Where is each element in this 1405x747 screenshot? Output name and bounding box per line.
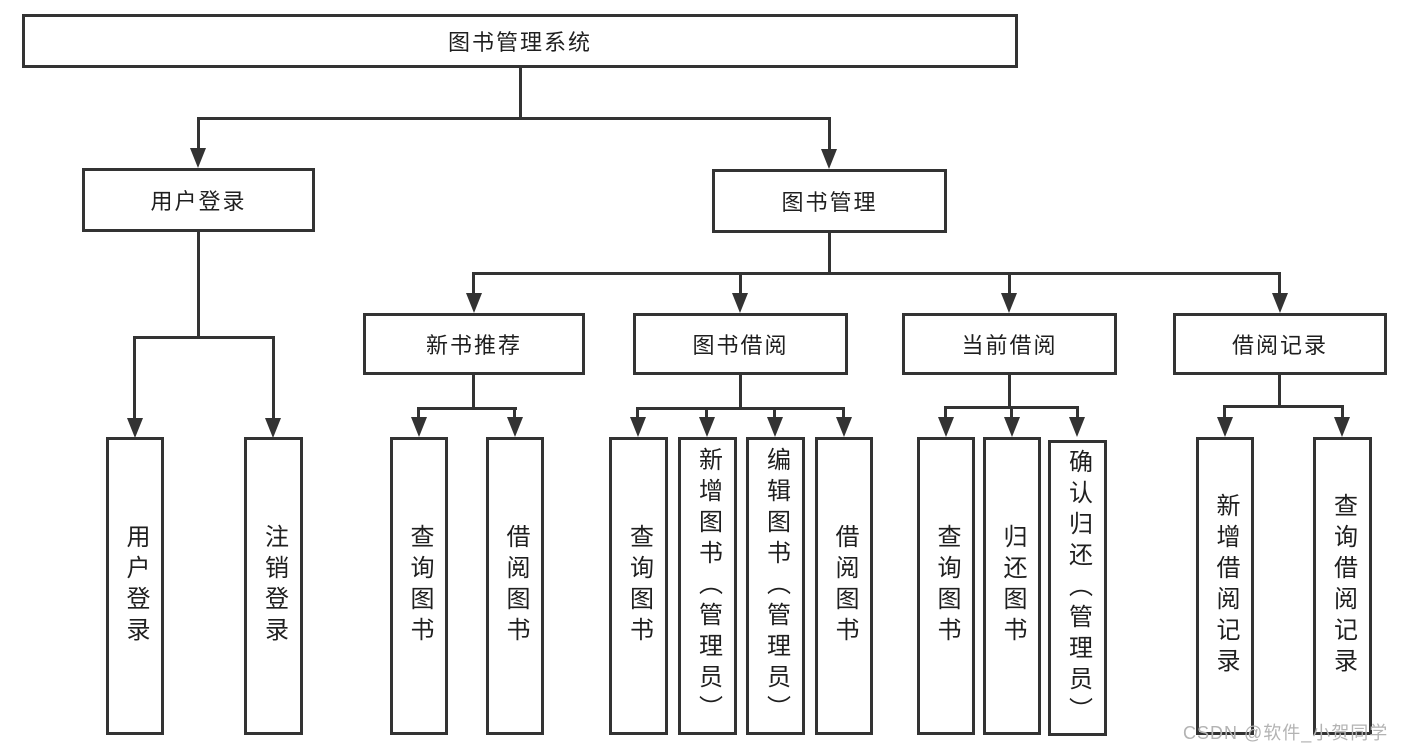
connector-vline: [272, 336, 275, 422]
arrow-down-icon: [732, 293, 748, 313]
node-label: 图书借阅: [692, 333, 789, 358]
connector-vline: [944, 406, 947, 421]
arrow-down-icon: [1069, 417, 1085, 437]
connector-vline: [197, 232, 200, 339]
arrow-down-icon: [630, 417, 646, 437]
arrow-down-icon: [699, 417, 715, 437]
connector-vline: [519, 68, 522, 120]
connector-hline: [417, 407, 517, 410]
node-borrow-records: 借阅记录: [1173, 313, 1387, 375]
connector-vline: [842, 407, 845, 421]
leaf-query-book-1: 查询图书: [390, 437, 448, 735]
node-label: 查询图书: [933, 524, 960, 648]
arrow-down-icon: [938, 417, 954, 437]
connector-vline: [513, 407, 516, 421]
connector-vline: [1008, 272, 1011, 297]
arrow-down-icon: [1004, 417, 1020, 437]
arrow-down-icon: [1334, 417, 1350, 437]
arrow-down-icon: [821, 149, 837, 169]
leaf-user-login: 用户登录: [106, 437, 164, 735]
arrow-down-icon: [466, 293, 482, 313]
connector-vline: [472, 272, 475, 297]
connector-hline: [133, 336, 275, 339]
leaf-edit-book-admin: 编辑图书（管理员）: [746, 437, 805, 735]
connector-vline: [1008, 375, 1011, 409]
node-label: 用户登录: [150, 189, 247, 214]
leaf-borrow-book-2: 借阅图书: [815, 437, 873, 735]
node-label: 当前借阅: [961, 333, 1058, 358]
arrow-down-icon: [836, 417, 852, 437]
arrow-down-icon: [1272, 293, 1288, 313]
node-label: 图书管理: [781, 190, 878, 215]
leaf-return-book: 归还图书: [983, 437, 1041, 735]
node-label: 注销登录: [260, 524, 288, 648]
connector-vline: [773, 407, 776, 421]
connector-vline: [1278, 375, 1281, 408]
connector-vline: [197, 117, 200, 151]
node-label: 新书推荐: [425, 333, 522, 358]
node-label: 编辑图书（管理员）: [762, 446, 790, 726]
node-label: 归还图书: [999, 524, 1026, 648]
node-book-management: 图书管理: [712, 169, 947, 233]
leaf-confirm-return-admin: 确认归还（管理员）: [1048, 440, 1107, 736]
connector-vline: [828, 233, 831, 275]
connector-vline: [1076, 406, 1079, 421]
node-label: 查询图书: [625, 524, 653, 648]
connector-vline: [739, 375, 742, 410]
connector-vline: [1278, 272, 1281, 297]
node-user-login: 用户登录: [82, 168, 315, 232]
connector-vline: [1223, 405, 1226, 421]
arrow-down-icon: [1001, 293, 1017, 313]
connector-vline: [417, 407, 420, 421]
arrow-down-icon: [1217, 417, 1233, 437]
leaf-query-book-3: 查询图书: [917, 437, 975, 735]
leaf-add-borrow-record: 新增借阅记录: [1196, 437, 1254, 735]
node-current-borrow: 当前借阅: [902, 313, 1117, 375]
connector-vline: [1341, 405, 1344, 421]
connector-vline: [705, 407, 708, 421]
node-book-borrow: 图书借阅: [633, 313, 848, 375]
connector-hline: [472, 272, 1281, 275]
node-label: 确认归还（管理员）: [1064, 448, 1092, 728]
connector-vline: [472, 375, 475, 410]
arrow-down-icon: [767, 417, 783, 437]
csdn-watermark: CSDN @软件_小贺同学: [1183, 723, 1389, 743]
arrow-down-icon: [265, 418, 281, 438]
connector-hline: [636, 407, 845, 410]
connector-hline: [197, 117, 831, 120]
node-label: 用户登录: [122, 524, 149, 648]
arrow-down-icon: [190, 148, 206, 168]
connector-vline: [636, 407, 639, 421]
connector-vline: [133, 336, 136, 422]
node-new-book-recommend: 新书推荐: [363, 313, 585, 375]
node-label: 新增借阅记录: [1212, 493, 1239, 679]
connector-vline: [828, 117, 831, 152]
connector-vline: [739, 272, 742, 297]
node-root: 图书管理系统: [22, 14, 1018, 68]
leaf-query-borrow-record: 查询借阅记录: [1313, 437, 1372, 735]
arrow-down-icon: [127, 418, 143, 438]
node-label: 查询图书: [406, 524, 433, 648]
arrow-down-icon: [411, 417, 427, 437]
connector-hline: [1223, 405, 1344, 408]
node-label: 查询借阅记录: [1329, 493, 1357, 679]
node-label: 新增图书（管理员）: [694, 446, 722, 726]
leaf-query-book-2: 查询图书: [609, 437, 668, 735]
node-label: 借阅图书: [831, 524, 858, 648]
arrow-down-icon: [507, 417, 523, 437]
leaf-logout: 注销登录: [244, 437, 303, 735]
connector-vline: [1010, 406, 1013, 421]
leaf-add-book-admin: 新增图书（管理员）: [678, 437, 737, 735]
leaf-borrow-book-1: 借阅图书: [486, 437, 544, 735]
node-label: 借阅图书: [502, 524, 529, 648]
node-label: 图书管理系统: [447, 30, 592, 55]
node-label: 借阅记录: [1231, 333, 1328, 358]
